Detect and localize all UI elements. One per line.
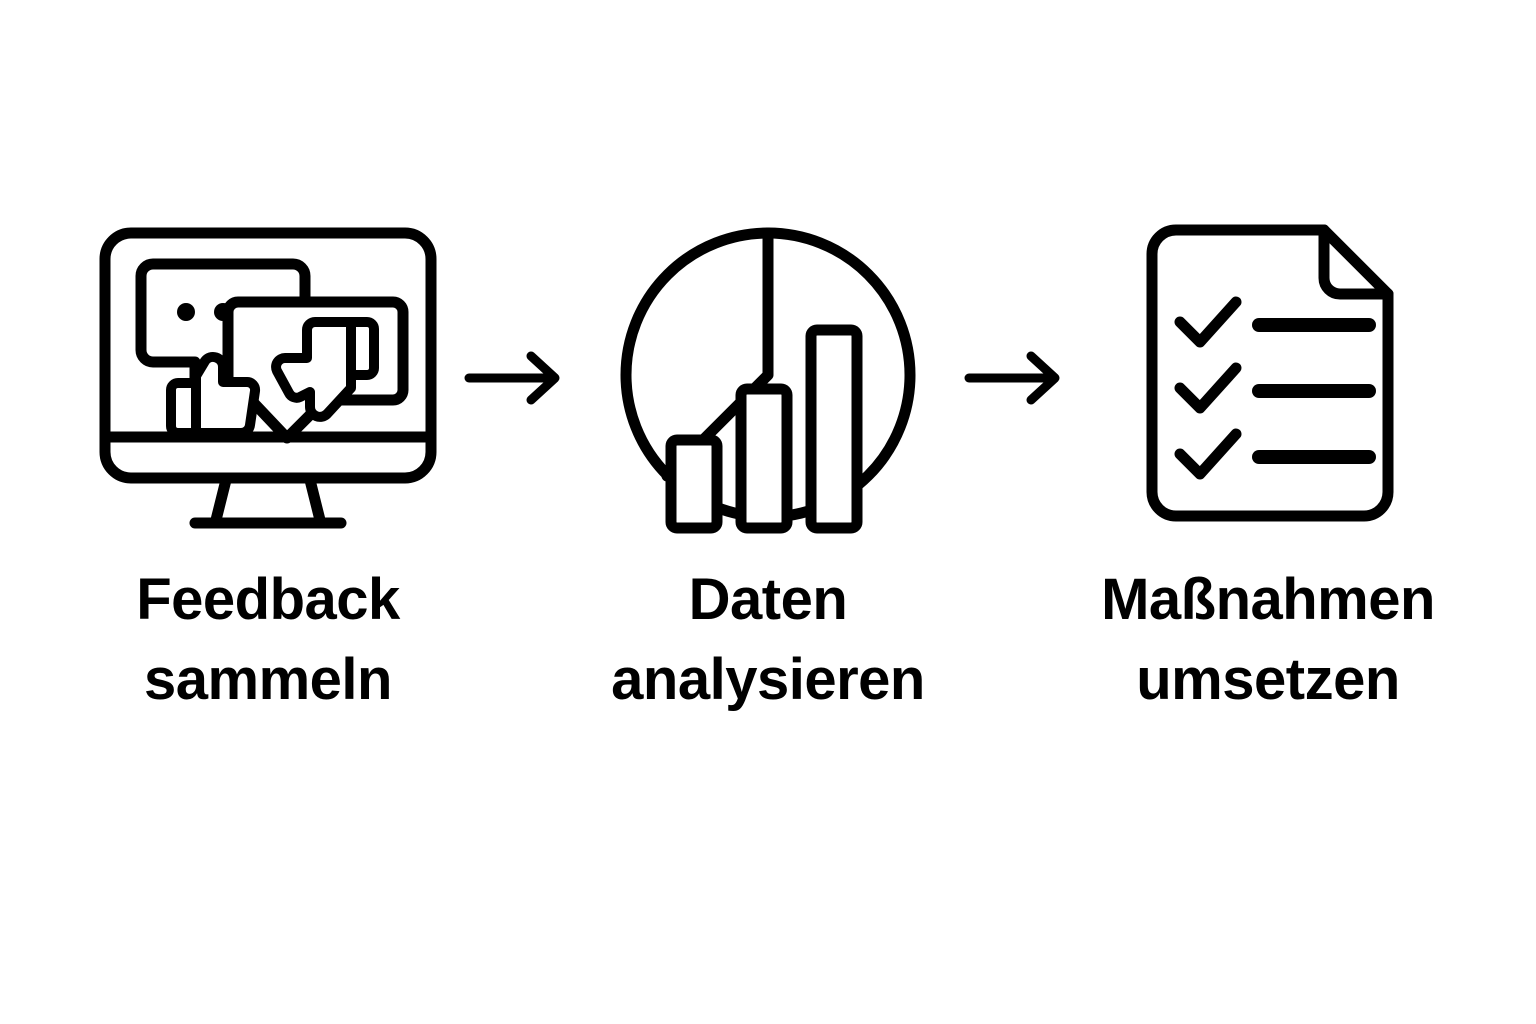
check-mark-1 [1174, 296, 1242, 348]
arrow-right-icon [464, 351, 560, 405]
checklist-document-svg [1146, 224, 1394, 522]
checklist-document-icon [1098, 208, 1438, 548]
monitor-stand-right [304, 474, 326, 526]
step-label-analyze-data: Daten analysieren [611, 567, 925, 713]
thumbs-up-cuff [166, 378, 201, 438]
arrow-head [526, 351, 560, 405]
arrow-head [1026, 351, 1060, 405]
bar-1 [665, 434, 723, 534]
step-analyze-data[interactable]: Daten analysieren [583, 208, 953, 720]
process-flow: Feedback sammeln [0, 208, 1536, 768]
connector-arrow-2 [953, 208, 1083, 548]
step-collect-feedback[interactable]: Feedback sammeln [83, 208, 453, 720]
monitor-feedback-icon [98, 208, 438, 548]
thumbs-down-hand [271, 317, 356, 422]
monitor-frame [99, 227, 437, 484]
check-mark-2 [1174, 362, 1242, 414]
pie-bar-chart-icon [598, 208, 938, 548]
bar-3 [805, 324, 863, 534]
document-folded-corner [1318, 224, 1394, 300]
thumbs-up-hand [191, 352, 261, 438]
connector-arrow-1 [453, 208, 583, 548]
bubble-dot-1 [177, 303, 195, 321]
step-label-collect-feedback: Feedback sammeln [136, 567, 400, 713]
arrow-right-icon [964, 351, 1060, 405]
bar-2 [735, 383, 793, 534]
document-outline [1146, 224, 1394, 522]
monitor-feedback-svg [99, 227, 437, 529]
check-mark-3 [1174, 428, 1242, 480]
pie-bar-chart-svg [620, 227, 916, 534]
step-implement-measures[interactable]: Maßnahmen umsetzen [1083, 208, 1453, 720]
thumbs-down-cuff [346, 317, 379, 380]
step-label-implement-measures: Maßnahmen umsetzen [1101, 567, 1435, 713]
monitor-stand-left [210, 474, 232, 526]
